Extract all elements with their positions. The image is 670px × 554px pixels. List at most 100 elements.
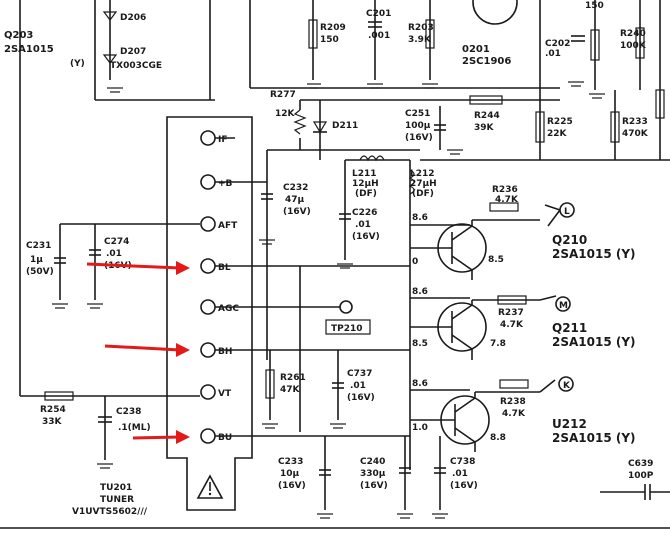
component-labels: Q203 2SA1015 (Y) D206 D207 TX003CGE R209… bbox=[4, 1, 654, 517]
marker-l-label: L bbox=[564, 207, 570, 217]
pin-aft-label: AFT bbox=[218, 221, 238, 231]
c226-ref: C226 bbox=[352, 208, 377, 218]
r209-ref: R209 bbox=[320, 23, 346, 33]
r233-value: 470K bbox=[622, 129, 649, 139]
marker-l-circle bbox=[559, 202, 575, 218]
c251-ref: C251 bbox=[405, 109, 430, 119]
c274-value: .01 bbox=[106, 249, 122, 259]
r240-ref: R240 bbox=[620, 29, 646, 39]
q211-part: 2SA1015 (Y) bbox=[552, 335, 636, 349]
d207-part: TX003CGE bbox=[110, 61, 162, 71]
c737-value: .01 bbox=[350, 381, 366, 391]
c738-voltage: (16V) bbox=[450, 481, 478, 491]
c231-voltage: (50V) bbox=[26, 267, 54, 277]
q212-base-voltage: 1.0 bbox=[412, 423, 428, 433]
c738-ref: C738 bbox=[450, 457, 475, 467]
r225-ref: R225 bbox=[547, 117, 573, 127]
q211-ref: Q211 bbox=[552, 321, 587, 335]
pin-bu-terminal bbox=[200, 428, 216, 444]
pin-if-label: IF bbox=[218, 135, 228, 145]
q211-collector-voltage: 7.8 bbox=[490, 339, 506, 349]
supply-rail bbox=[266, 88, 670, 360]
testpoint-label: TP210 bbox=[331, 324, 363, 334]
pin-agc-label: AGC bbox=[218, 304, 239, 314]
q212-ref: U212 bbox=[552, 417, 587, 431]
q210-base-voltage: 0 bbox=[412, 257, 418, 267]
c238-value: .1(ML) bbox=[118, 423, 151, 433]
q212-collector-voltage: 8.8 bbox=[490, 433, 506, 443]
c202-value: .01 bbox=[545, 49, 561, 59]
marker-k-label: K bbox=[563, 381, 571, 391]
pin-vt-terminal bbox=[200, 384, 216, 400]
r225-value: 22K bbox=[547, 129, 568, 139]
pin-b-label: +B bbox=[218, 179, 233, 189]
pin-vt-label: VT bbox=[218, 389, 232, 399]
c251-value: 100μ bbox=[405, 121, 431, 131]
q203-grade: (Y) bbox=[70, 59, 85, 69]
q201-part: 2SC1906 bbox=[462, 56, 511, 67]
c737-voltage: (16V) bbox=[347, 393, 375, 403]
arrow-to-bl bbox=[86, 261, 190, 275]
r244-ref: R244 bbox=[474, 111, 500, 121]
c238-ref: C238 bbox=[116, 407, 141, 417]
c737-ref: C737 bbox=[347, 369, 372, 379]
r237-value: 4.7K bbox=[500, 320, 524, 330]
c232-ref: C232 bbox=[283, 183, 308, 193]
tuner-ref: TU201 bbox=[100, 483, 132, 493]
r238-value: 4.7K bbox=[502, 409, 526, 419]
annotation-arrows bbox=[86, 261, 190, 444]
c240-voltage: (16V) bbox=[360, 481, 388, 491]
tuner-pins: IF +B AFT BL AGC BH VT BU bbox=[200, 130, 239, 444]
r244-value: 39K bbox=[474, 123, 495, 133]
r254-value: 33K bbox=[42, 417, 63, 427]
c233-value: 10μ bbox=[280, 469, 300, 479]
d206-ref: D206 bbox=[120, 13, 146, 23]
r277-ref: R277 bbox=[270, 90, 296, 100]
c201-value: .001 bbox=[368, 31, 390, 41]
warning-triangle-icon bbox=[196, 474, 224, 499]
r233-ref: R233 bbox=[622, 117, 648, 127]
testpoint-tp210: TP210 bbox=[325, 319, 371, 335]
q212-emitter-voltage: 8.6 bbox=[412, 379, 428, 389]
d211-ref: D211 bbox=[332, 121, 358, 131]
marker-k-circle bbox=[558, 376, 574, 392]
r203-value: 3.9K bbox=[408, 35, 432, 45]
q203-part: 2SA1015 bbox=[4, 44, 54, 55]
c240-ref: C240 bbox=[360, 457, 385, 467]
q210-collector-voltage: 8.5 bbox=[488, 255, 504, 265]
pin-bu-label: BU bbox=[218, 433, 232, 443]
tuner-module bbox=[166, 116, 253, 511]
r238-ref: R238 bbox=[500, 397, 526, 407]
r236-ref: R236 bbox=[492, 185, 518, 195]
l211-tol: (DF) bbox=[355, 189, 377, 199]
band-markers: L M K bbox=[559, 207, 571, 391]
arrow-to-bu bbox=[132, 430, 190, 444]
c232-voltage: (16V) bbox=[283, 207, 311, 217]
c639-value: 100P bbox=[628, 471, 654, 481]
c233-ref: C233 bbox=[278, 457, 303, 467]
q210-ref: Q210 bbox=[552, 233, 587, 247]
r237-ref: R237 bbox=[498, 308, 524, 318]
pin-bl-terminal bbox=[200, 258, 216, 274]
r277-value: 12K bbox=[275, 109, 296, 119]
r261-ref: R261 bbox=[280, 373, 306, 383]
c201-ref: C201 bbox=[366, 9, 391, 19]
c274-ref: C274 bbox=[104, 237, 129, 247]
c233-voltage: (16V) bbox=[278, 481, 306, 491]
l212-ref: L212 bbox=[410, 169, 435, 179]
tuner-model: V1UVTS5602/// bbox=[72, 507, 148, 517]
top-wires bbox=[94, 0, 665, 160]
pin-bl-label: BL bbox=[218, 263, 231, 273]
c226-value: .01 bbox=[355, 220, 371, 230]
marker-m-circle bbox=[555, 296, 571, 312]
c240-value: 330μ bbox=[360, 469, 386, 479]
switch-transistors bbox=[410, 202, 575, 452]
q211-emitter-voltage: 8.6 bbox=[412, 287, 428, 297]
c231-ref: C231 bbox=[26, 241, 51, 251]
l211-ref: L211 bbox=[352, 169, 377, 179]
marker-m-label: M bbox=[559, 301, 568, 311]
pin-b-terminal bbox=[200, 174, 216, 190]
r254-ref: R254 bbox=[40, 405, 66, 415]
c231-value: 1μ bbox=[30, 255, 43, 265]
